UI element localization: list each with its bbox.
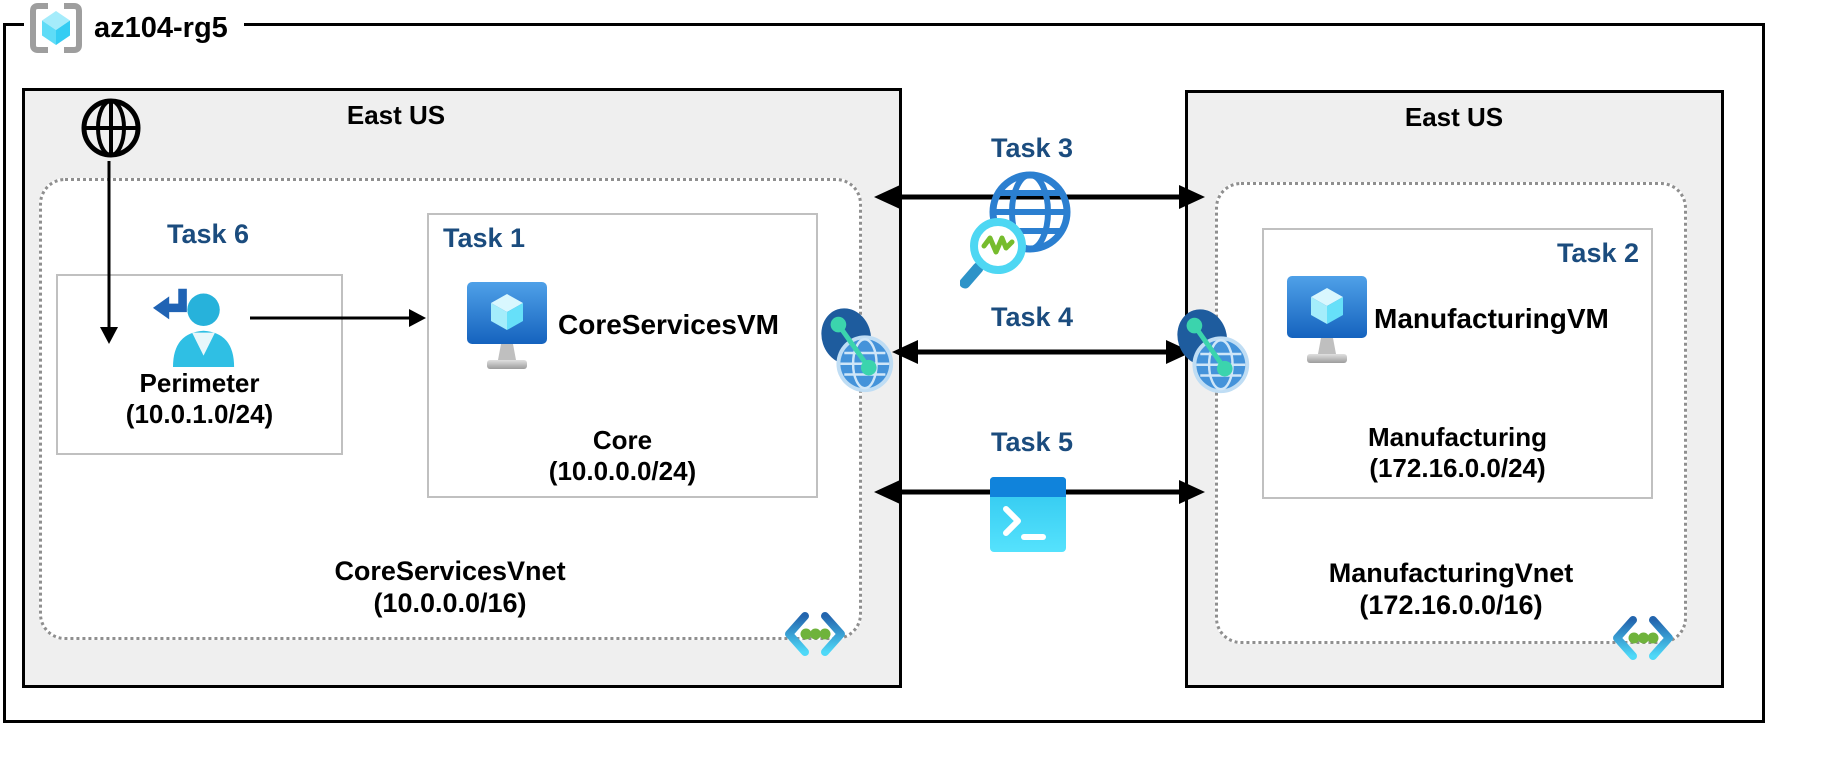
guest-user-icon <box>152 288 235 368</box>
virtual-network-icon <box>1613 616 1673 660</box>
perimeter-subnet-name: Perimeter <box>139 368 260 398</box>
network-watcher-icon <box>960 171 1071 289</box>
manufacturing-vnet-name: ManufacturingVnet <box>1328 558 1574 588</box>
resource-group-label-chip: az104-rg5 <box>24 0 244 56</box>
task5-label: Task 5 <box>990 427 1074 457</box>
coreservices-vm-name: CoreServicesVM <box>558 309 780 340</box>
internet-globe-icon <box>81 98 141 158</box>
region-title-left: East US <box>346 100 446 130</box>
network-peering-icon <box>821 308 894 393</box>
virtual-network-icon <box>785 612 845 656</box>
perimeter-subnet-cidr: (10.0.1.0/24) <box>125 399 274 429</box>
manufacturing-subnet-name: Manufacturing <box>1367 422 1548 452</box>
core-subnet-name: Core <box>592 425 653 455</box>
cloud-shell-icon <box>990 477 1066 552</box>
task2-label: Task 2 <box>1556 238 1639 268</box>
task2-box: Task 2 ManufacturingVM Manufacturing (17… <box>1262 228 1653 499</box>
task3-label: Task 3 <box>990 133 1074 163</box>
manufacturing-subnet-cidr: (172.16.0.0/24) <box>1369 453 1546 483</box>
virtual-machine-icon <box>1287 276 1367 363</box>
task1-label: Task 1 <box>443 223 526 253</box>
virtual-machine-icon <box>467 282 547 369</box>
coreservices-vnet-cidr: (10.0.0.0/16) <box>373 588 527 618</box>
task6-label: Task 6 <box>166 219 250 249</box>
region-title-right: East US <box>1404 102 1504 132</box>
network-peering-icon <box>1177 309 1250 394</box>
task1-box: Task 1 CoreServicesVM Core (10.0.0.0/24) <box>427 213 818 498</box>
task4-label: Task 4 <box>990 302 1074 332</box>
resource-group-name: az104-rg5 <box>94 11 228 44</box>
resource-group-icon <box>30 3 82 53</box>
core-subnet-cidr: (10.0.0.0/24) <box>548 456 697 486</box>
coreservices-vnet-name: CoreServicesVnet <box>334 556 566 586</box>
manufacturing-vnet-cidr: (172.16.0.0/16) <box>1359 590 1543 620</box>
perimeter-subnet-box: Perimeter (10.0.1.0/24) <box>56 274 343 455</box>
manufacturing-vm-name: ManufacturingVM <box>1374 303 1609 334</box>
